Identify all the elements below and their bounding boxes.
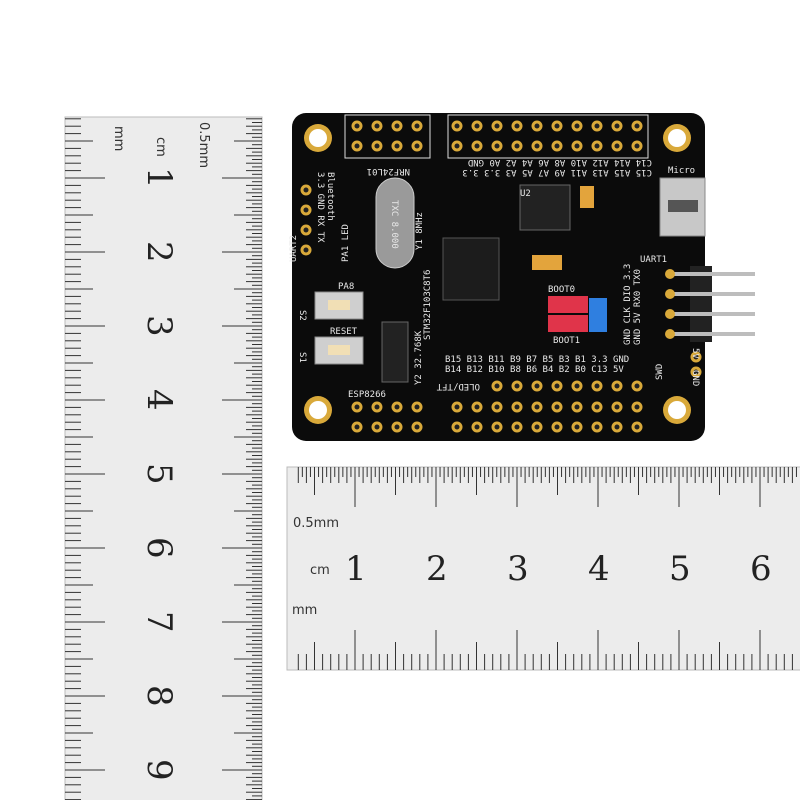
tantalum-capacitor — [580, 186, 594, 208]
horizontal-ruler-body — [286, 466, 800, 671]
pa8-label: PA8 — [338, 282, 354, 292]
stm32-board: TXC 8.000 NRF24L01 — [289, 113, 755, 441]
ruler-number: 1 — [139, 167, 179, 189]
ruler-number: 5 — [669, 549, 691, 589]
top-row-a-labels: C14 A14 A12 A10 A8 A6 A4 A2 A0 GND — [468, 157, 652, 167]
bottom-row-b-labels: B14 B12 B10 B8 B6 B4 B2 B0 C13 5V — [445, 365, 624, 375]
horizontal-ruler-numbers: 1 2 3 4 5 6 — [345, 549, 772, 589]
u2-label: U2 — [520, 189, 531, 199]
ruler-number: 1 — [345, 549, 367, 589]
vertical-ruler: 1 2 3 4 5 6 7 8 9 mm cm 0.5mm — [64, 116, 263, 800]
mounting-holes — [304, 124, 691, 424]
boot0-label: BOOT0 — [548, 285, 575, 295]
horizontal-ruler-ticks — [297, 467, 797, 670]
ruler-number: 8 — [139, 685, 179, 707]
header-pin — [672, 292, 755, 296]
swd-pins-label: GND CLK DIO 3.3 — [623, 264, 633, 345]
header-pin — [672, 332, 755, 336]
uart2-label: UART2 — [289, 235, 299, 262]
ruler-number: 7 — [139, 611, 179, 633]
ruler-number: 6 — [750, 549, 772, 589]
mcu-chip — [442, 237, 500, 301]
usb-label: Micro — [668, 166, 695, 176]
reset-button[interactable] — [314, 336, 364, 365]
bottom-row-a-labels: B15 B13 B11 B9 B7 B5 B3 B1 3.3 GND — [445, 355, 629, 365]
horizontal-half-mm-label: 0.5mm — [293, 516, 339, 531]
oled-label: OLED/TFT — [436, 381, 480, 391]
vertical-mm-label: mm — [111, 126, 126, 151]
top-row-b-labels: C15 A15 A13 A11 A9 A7 A5 A3 3.3 3.3 — [462, 167, 652, 177]
vertical-cm-label: cm — [153, 137, 168, 157]
vertical-ruler-body — [64, 116, 263, 800]
header-pin — [672, 272, 755, 276]
vertical-ruler-numbers: 1 2 3 4 5 6 7 8 9 — [139, 167, 179, 781]
mcu-label: STM32F103C8T6 — [423, 270, 433, 340]
vertical-ruler-ticks — [65, 118, 262, 800]
crystal-freq-label: Y1 8MHz — [415, 212, 425, 250]
header-pads — [300, 120, 702, 433]
uart1-swd-header[interactable] — [665, 266, 755, 342]
ruler-number: 2 — [139, 241, 179, 263]
vertical-half-mm-label: 0.5mm — [196, 122, 211, 168]
rtc-crystal — [381, 321, 409, 383]
crystal-8mhz — [375, 177, 415, 269]
esp8266-label: ESP8266 — [348, 390, 386, 400]
uart1-pins-label: GND 5V RX0 TX0 — [633, 269, 643, 345]
horizontal-mm-label: mm — [292, 603, 317, 618]
crystal-label: TXC 8.000 — [389, 200, 399, 249]
tantalum-capacitor — [532, 255, 562, 270]
s2-label: S2 — [297, 310, 307, 321]
ruler-number: 4 — [139, 389, 179, 411]
ruler-number: 9 — [139, 759, 179, 781]
uart1-label: UART1 — [640, 255, 667, 265]
horizontal-cm-label: cm — [310, 563, 330, 578]
bluetooth-pins: 3.3 GND RX TX — [315, 172, 325, 243]
boot-jumpers[interactable] — [548, 296, 607, 332]
ruler-number: 3 — [139, 315, 179, 337]
led-label: PA1 LED — [341, 224, 351, 262]
header-pin — [672, 312, 755, 316]
nrf24-label: NRF24L01 — [367, 166, 410, 176]
pa8-button[interactable] — [314, 291, 364, 320]
5v-label: 5V — [690, 348, 700, 359]
swd-label: SWD — [655, 364, 665, 380]
reset-label: RESET — [330, 327, 358, 337]
horizontal-ruler: 1 2 3 4 5 6 0.5mm cm mm — [286, 466, 800, 671]
ruler-number: 2 — [426, 549, 448, 589]
ruler-number: 3 — [507, 549, 529, 589]
voltage-regulator — [519, 184, 571, 231]
gnd-label: GND — [690, 370, 700, 386]
ruler-number: 4 — [588, 549, 610, 589]
bluetooth-label: Bluetooth — [325, 172, 335, 221]
ruler-number: 5 — [139, 463, 179, 485]
boot1-label: BOOT1 — [553, 336, 580, 346]
s1-label: S1 — [297, 352, 307, 363]
rtc-crystal-label: Y2 32.768K — [414, 330, 424, 385]
ruler-number: 6 — [139, 537, 179, 559]
